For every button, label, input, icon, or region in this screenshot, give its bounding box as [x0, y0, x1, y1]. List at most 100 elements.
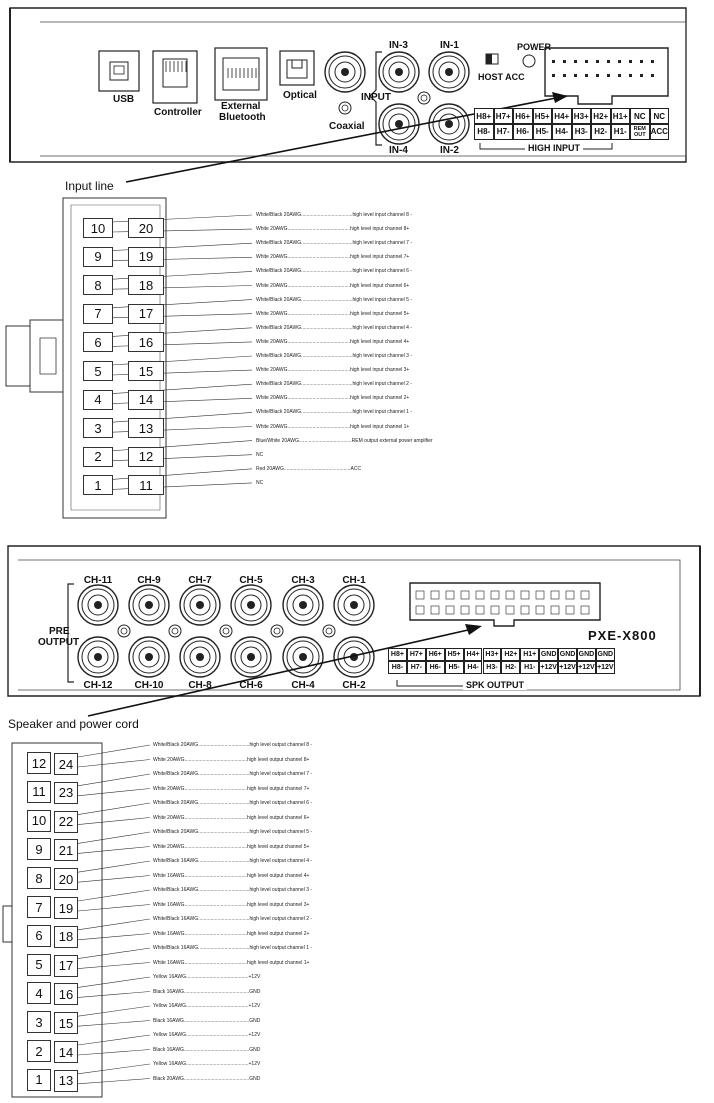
channel-label-top: CH-7 [188, 575, 212, 586]
socket-pin [629, 74, 632, 77]
optical-label: Optical [283, 90, 317, 101]
speaker-wire-label: White/Black 16AWG.......................… [153, 887, 313, 893]
speaker-pin-left: 8 [27, 867, 51, 890]
speaker-wire-lead [77, 831, 151, 844]
input-pin-left: 5 [83, 361, 113, 381]
input-label: INPUT [361, 92, 391, 103]
spk-terminal-bottom: +12V [595, 661, 615, 674]
coaxial-jack-ring [328, 55, 362, 89]
output-socket-cell [430, 590, 440, 600]
coaxial-jack-pin [341, 68, 349, 76]
rca-bottom-5-ring [337, 640, 371, 674]
speaker-wire-label: Black 20AWG.............................… [153, 1075, 261, 1082]
rca-bottom-3-pin [247, 653, 255, 661]
speaker-wire-lead [77, 962, 151, 969]
output-socket-cell [520, 605, 530, 615]
channel-label-bottom: CH-12 [83, 680, 113, 691]
high-input-terminal-top: NC [630, 108, 650, 124]
speaker-wire-lead [77, 889, 151, 902]
coaxial-screw [338, 101, 352, 115]
channel-label-bottom: CH-8 [188, 680, 212, 691]
input-wire-label: White/Black 20AWG.......................… [256, 212, 412, 218]
output-screw-2-head [222, 627, 230, 635]
spk-terminal-top: H3+ [482, 648, 502, 661]
socket-pin [585, 60, 588, 63]
rca-bottom-1-pin [145, 653, 153, 661]
socket-pin [640, 74, 643, 77]
input-wire-label: White 20AWG.............................… [256, 423, 410, 430]
input-pin-right: 15 [128, 361, 164, 381]
speaker-wire-lead [77, 817, 151, 825]
input-wire-label: White 20AWG.............................… [256, 367, 410, 374]
input-wire-label: White 20AWG.............................… [256, 254, 410, 261]
in2-label: IN-2 [440, 145, 459, 156]
rca-top-4-ring [286, 588, 320, 622]
rca-bottom-2-ring [183, 640, 217, 674]
speaker-wire-lead [77, 744, 151, 758]
in4-jack-pin [395, 120, 403, 128]
speaker-pin-right: 21 [54, 839, 78, 862]
input-wire-label: White 20AWG.............................… [256, 338, 410, 345]
high-input-terminal-top: H8+ [474, 108, 494, 124]
output-socket-cell [565, 590, 575, 600]
rca-bottom-1-inner [138, 646, 160, 668]
channel-label-top: CH-11 [83, 575, 113, 586]
input-wire-label: White/Black 20AWG.......................… [256, 409, 412, 416]
output-socket-cell [475, 590, 485, 600]
output-socket-cell [565, 605, 575, 615]
input-wire-label: White 20AWG.............................… [256, 226, 410, 233]
coaxial-jack-inner [334, 61, 356, 83]
spk-terminal-bottom: H1- [520, 661, 540, 674]
speaker-wire-label: White/Black 20AWG.......................… [153, 829, 313, 835]
speaker-pin-right: 24 [54, 753, 78, 775]
high-input-terminal-top: H1+ [610, 108, 630, 124]
coaxial-screw-head [341, 104, 349, 112]
spk-terminal-bottom: H7- [406, 661, 426, 674]
input-plug-latch-inner [39, 337, 57, 375]
input-wire-label: NC [256, 479, 264, 486]
output-socket-cell [460, 590, 470, 600]
socket-pin [618, 60, 621, 63]
channel-label-bottom: CH-4 [291, 680, 315, 691]
usb-label: USB [113, 94, 135, 105]
output-panel-face [18, 559, 681, 691]
host-acc-label: HOST ACC [478, 72, 525, 82]
power-led [522, 54, 536, 68]
spk-output-label: SPK OUTPUT [463, 680, 528, 690]
input-pin-right: 20 [128, 218, 164, 238]
socket-pin [585, 74, 588, 77]
socket-pin [574, 74, 577, 77]
input-pin-right: 17 [128, 303, 164, 324]
speaker-wire-label: White/Black 16AWG.......................… [153, 916, 313, 922]
speaker-wire-label: White 20AWG.............................… [153, 785, 310, 792]
rca-bottom-0-ring [81, 640, 115, 674]
speaker-wire-label: White 16AWG.............................… [153, 930, 310, 937]
rca-bottom-5-inner [343, 646, 365, 668]
spk-terminal-top: H5+ [444, 648, 464, 661]
rca-bottom-1-ring [132, 640, 166, 674]
speaker-wire-label: Black 16AWG.............................… [153, 1046, 261, 1053]
speaker-wire-lead [77, 802, 151, 815]
spk-terminal-top: GND [595, 648, 615, 661]
input-pin-left: 9 [83, 246, 113, 267]
output-screw-4-head [325, 627, 333, 635]
in1-label: IN-1 [440, 40, 459, 51]
model-name: PXE-X800 [588, 628, 657, 643]
input-screw-head [420, 94, 428, 102]
output-pointer-arrowhead [465, 624, 482, 635]
high-input-terminal-bottom: H6- [513, 124, 533, 140]
speaker-wire-lead [77, 1063, 151, 1075]
speaker-wire-lead [77, 1078, 151, 1085]
input-pin-left: 2 [83, 446, 113, 467]
spk-terminal-bottom: H3- [482, 661, 502, 674]
speaker-pin-left: 6 [27, 924, 51, 947]
speaker-wire-lead [77, 904, 151, 912]
spk-terminal-top: H2+ [501, 648, 521, 661]
high-input-terminal-top: H5+ [532, 108, 552, 124]
channel-label-top: CH-3 [291, 575, 315, 586]
speaker-wire-label: Yellow 16AWG............................… [153, 1003, 261, 1009]
in2-jack-inner [438, 113, 460, 135]
high-input-terminal-top: H6+ [513, 108, 533, 124]
spk-terminal-bottom: +12V [558, 661, 577, 674]
